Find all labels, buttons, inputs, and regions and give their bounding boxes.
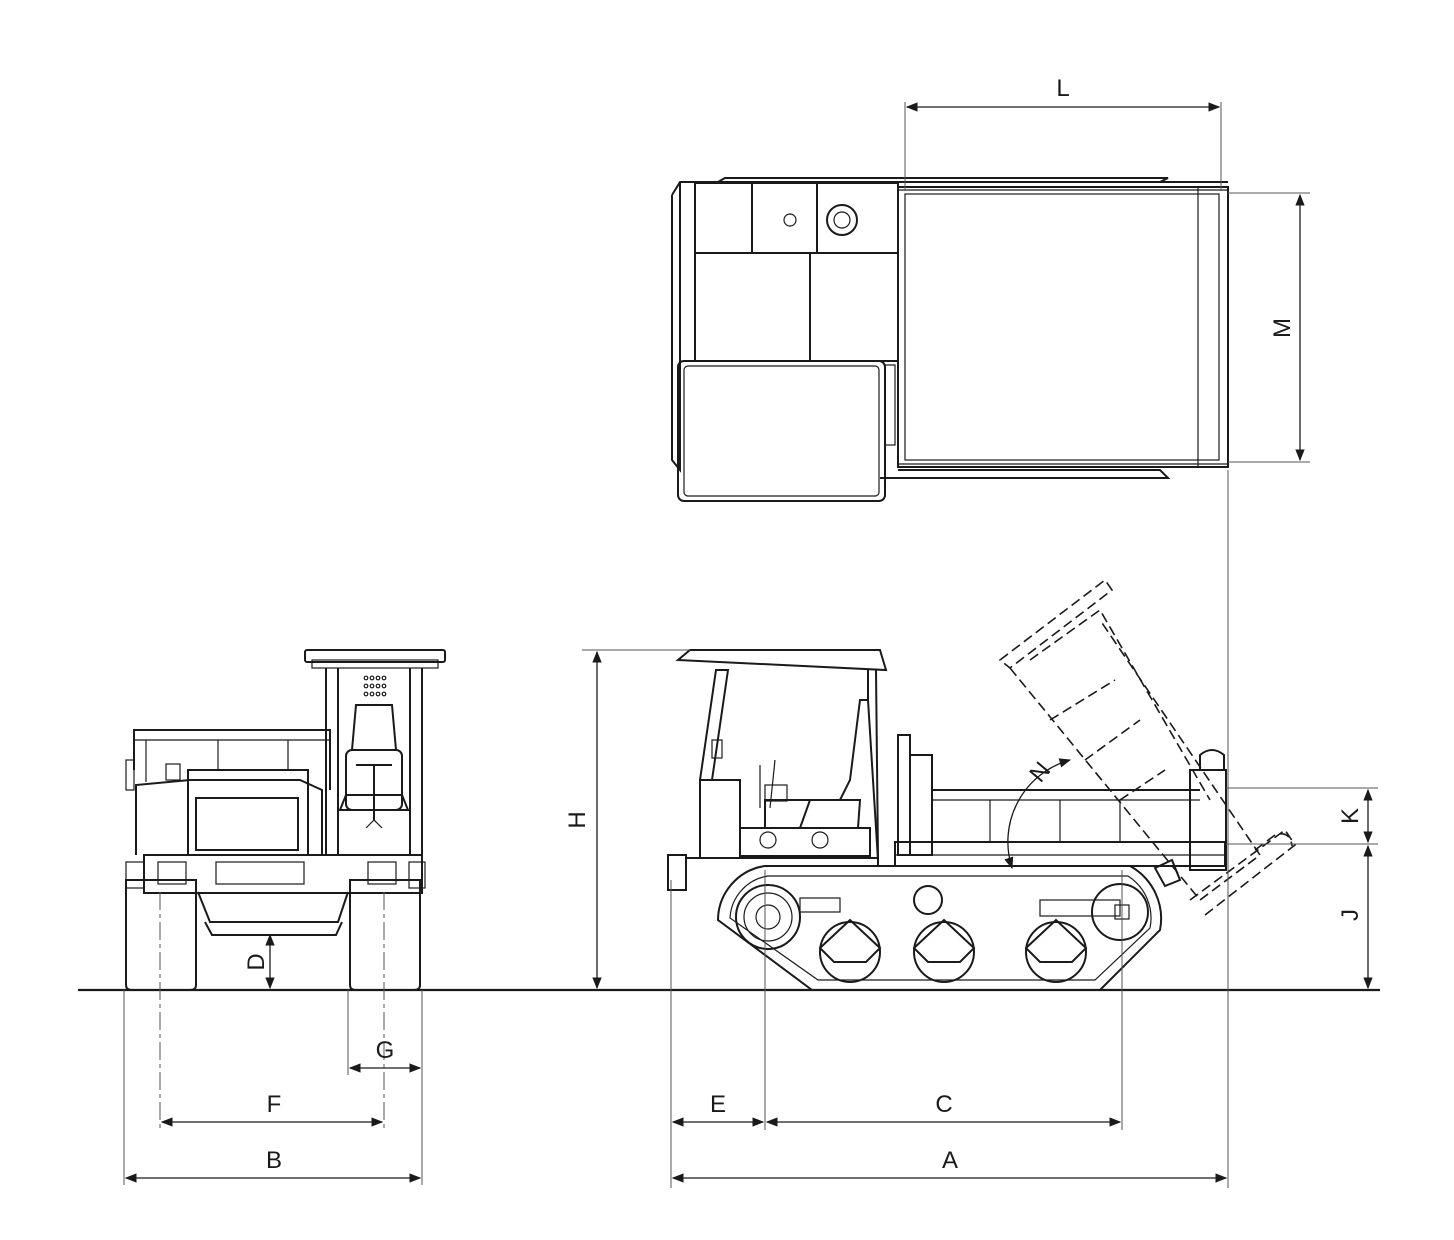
dimension-l-label: L <box>1056 75 1069 102</box>
dimension-a-label: A <box>942 1147 958 1174</box>
dimension-e-label: E <box>710 1091 726 1118</box>
dimension-d-label: D <box>243 953 270 970</box>
dimension-j-label: J <box>1337 909 1364 921</box>
side-view: N H K J E C A <box>564 470 1378 1188</box>
dimension-n-label: N <box>1024 757 1056 788</box>
dimension-f-label: F <box>267 1091 282 1118</box>
dimension-h-label: H <box>564 811 591 828</box>
dimension-k-label: K <box>1337 808 1364 824</box>
front-view: D G F B <box>123 649 446 1185</box>
dimension-c-label: C <box>935 1091 952 1118</box>
road-wheel <box>818 918 882 983</box>
top-view: L M <box>671 75 1310 502</box>
dimension-g-label: G <box>376 1037 395 1064</box>
dimension-b-label: B <box>266 1147 282 1174</box>
road-wheel <box>912 918 976 983</box>
dimension-m-label: M <box>1269 318 1296 338</box>
road-wheel <box>1024 918 1088 983</box>
